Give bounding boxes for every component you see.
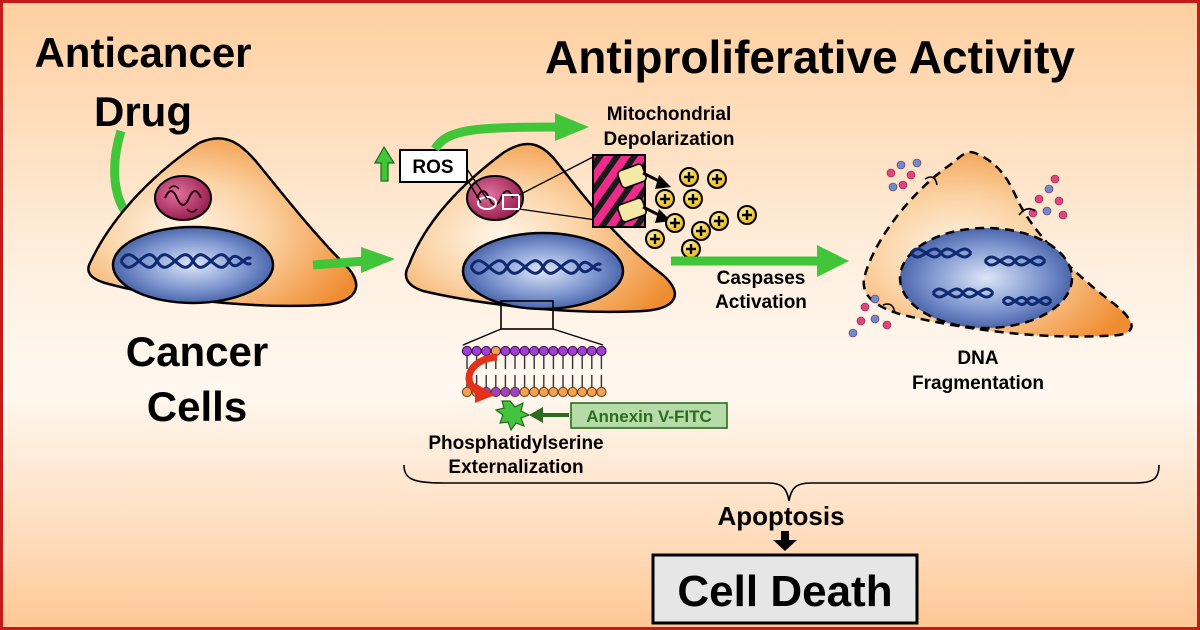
membrane-zoom-box — [500, 300, 554, 330]
label-apoptosis: Apoptosis — [717, 501, 844, 531]
arrow-to-mitochondria — [431, 113, 589, 152]
arrow-to-treated-cell — [312, 247, 395, 273]
label-activation: Activation — [715, 292, 807, 313]
up-arrow-icon — [373, 145, 396, 182]
particle-dot — [1034, 194, 1044, 204]
positive-ion-icon — [709, 211, 729, 231]
summary-brace — [403, 464, 1160, 502]
particle-dot — [860, 302, 870, 312]
label-cells: Cells — [147, 383, 247, 430]
treated-cell — [404, 142, 676, 314]
particle-dot — [856, 316, 866, 326]
particle-dot — [906, 170, 916, 180]
ros-label: ROS — [412, 157, 453, 178]
positive-ion-icon — [681, 239, 701, 259]
particle-dot — [912, 158, 922, 168]
label-dna: DNA — [957, 348, 998, 369]
particle-dot — [848, 328, 858, 338]
cancer-cell-left — [87, 137, 358, 308]
positive-ion-icon — [665, 213, 685, 233]
particle-dot — [1058, 210, 1068, 220]
nucleus — [461, 231, 625, 311]
annexin-box — [570, 402, 728, 429]
title-antiproliferative-activity: Antiproliferative Activity — [545, 31, 1075, 83]
positive-ion-icon — [683, 189, 703, 209]
positive-ion-icon — [679, 167, 699, 187]
positive-ion-icon — [645, 229, 665, 249]
ros-box — [399, 149, 468, 183]
label-caspases: Caspases — [717, 268, 806, 289]
particle-dot — [898, 180, 908, 190]
caspases-arrow — [671, 245, 849, 277]
flip-arrow-icon — [465, 353, 498, 403]
particle-dot — [886, 168, 896, 178]
fragmented-nucleus — [898, 226, 1074, 330]
particle-dot — [870, 294, 880, 304]
label-cell-death: Cell Death — [677, 567, 892, 616]
label-depolarization: Depolarization — [604, 129, 735, 150]
particle-dot — [882, 320, 892, 330]
nucleus — [111, 225, 275, 305]
particle-lines — [882, 176, 1036, 314]
particle-dot — [1050, 174, 1060, 184]
fitc-burst-icon — [494, 400, 531, 432]
apoptotic-cell — [862, 150, 1133, 338]
particle-dot — [1044, 184, 1054, 194]
particle-dot — [1042, 206, 1052, 216]
diagram-svg: Anticancer Drug Antiproliferative Activi… — [34, 29, 1160, 625]
label-mitochondrial: Mitochondrial — [607, 104, 732, 125]
particle-dot — [870, 314, 880, 324]
drug-arrow — [110, 129, 129, 214]
down-arrow-icon — [773, 531, 797, 551]
positive-ion-icon — [707, 169, 727, 189]
released-particles — [848, 158, 1068, 338]
particle-dot — [896, 160, 906, 170]
positive-ion-icon — [655, 189, 675, 209]
positive-ion-icon — [737, 205, 757, 225]
particle-dot — [888, 182, 898, 192]
mitochondrion — [154, 175, 212, 221]
label-phosphatidylserine: Phosphatidylserine — [428, 433, 603, 454]
positive-ion-icon — [691, 221, 711, 241]
annexin-label: Annexin V-FITC — [586, 407, 712, 426]
annexin-arrow — [529, 407, 569, 423]
title-drug: Drug — [94, 88, 192, 135]
label-externalization: Externalization — [448, 457, 583, 478]
particle-dot — [1054, 196, 1064, 206]
ros-callout: ROS — [373, 145, 488, 204]
label-cancer: Cancer — [126, 328, 268, 375]
label-fragmentation: Fragmentation — [912, 373, 1044, 394]
title-anticancer: Anticancer — [34, 29, 251, 76]
cell-death-box — [651, 553, 919, 625]
